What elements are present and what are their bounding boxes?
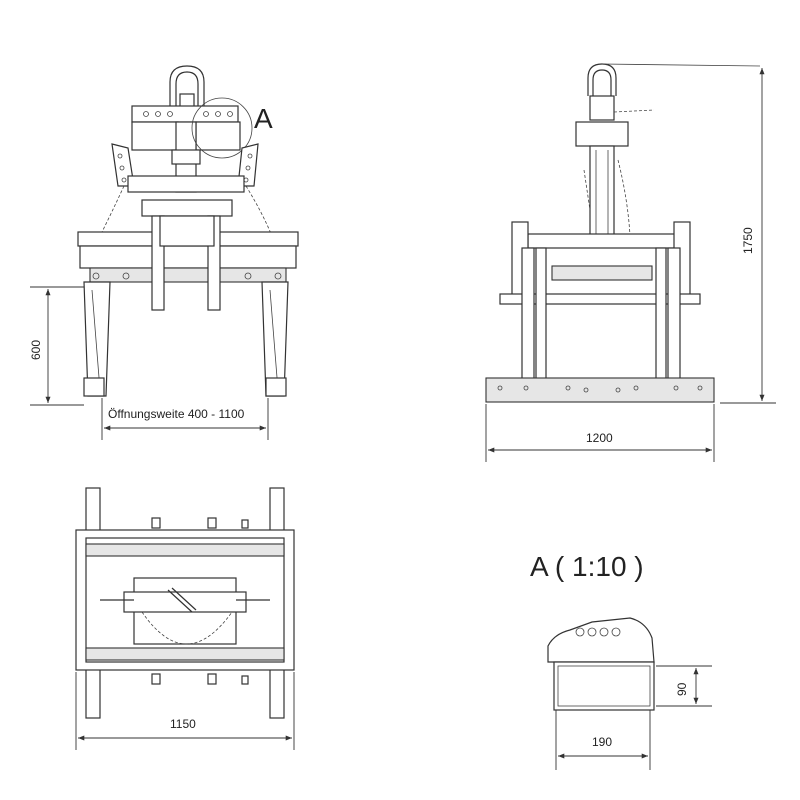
detail-a-view	[547, 617, 712, 770]
detail-marker-a: A	[254, 103, 273, 134]
front-height-dimension: 600	[29, 340, 43, 360]
top-view	[75, 487, 295, 750]
side-view	[485, 63, 776, 462]
detail-width-dimension: 190	[592, 735, 612, 749]
opening-width-label: Öffnungsweite 400 - 1100	[108, 407, 245, 421]
front-view	[30, 65, 299, 440]
side-height-dimension: 1750	[741, 227, 755, 254]
side-width-dimension: 1200	[586, 431, 613, 445]
top-width-dimension: 1150	[170, 717, 196, 731]
detail-height-dimension: 90	[675, 682, 689, 696]
detail-title: A ( 1:10 )	[530, 551, 644, 582]
